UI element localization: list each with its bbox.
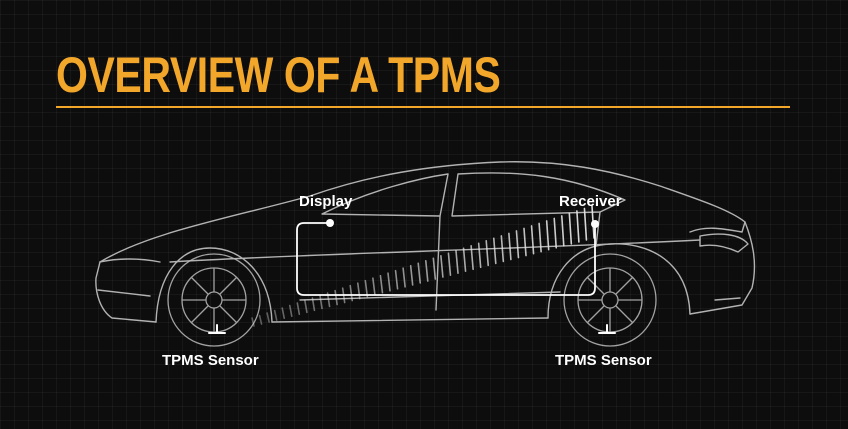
signal-dash [568,212,573,245]
receiver-dot [591,220,599,228]
signal-dash [372,277,376,296]
signal-dash [432,257,437,280]
signal-dash [560,215,565,247]
title-underline [56,106,790,108]
wireless-signal-wave [251,205,595,327]
signal-dash [296,302,301,316]
signal-dash [311,297,316,312]
front-sensor-icon [208,324,226,334]
signal-dash [485,240,490,267]
signal-dash [477,242,482,269]
rear-sensor-icon [598,324,616,334]
signal-dash [349,284,354,302]
signal-dash [258,314,263,325]
signal-dash [304,299,308,314]
signal-dash [500,235,505,263]
signal-dash [251,317,255,327]
signal-dash [530,225,535,255]
display-receiver-wire [296,222,596,296]
signal-dash [440,254,444,278]
signal-dash [583,207,588,241]
signal-dash [553,217,558,249]
signal-dash [288,304,293,318]
signal-dash [492,237,497,265]
signal-dash [364,279,369,298]
signal-dash [319,294,323,310]
display-label: Display [299,193,353,210]
signal-dash [417,262,422,284]
signal-dash [266,312,270,323]
receiver-label: Receiver [559,193,622,210]
signal-dash [523,227,527,257]
signal-dash [409,264,414,286]
signal-dash [515,230,520,259]
signal-dash [545,220,550,251]
rear-tpms-sensor-label: TPMS Sensor [555,352,652,369]
signal-dash [470,245,474,271]
signal-dash [424,259,429,282]
signal-dash [394,269,399,290]
signal-dash [402,267,406,288]
signal-dash [273,309,278,321]
signal-dash [462,247,467,273]
signal-dash [281,307,286,319]
signal-dash [455,250,459,275]
signal-dash [356,282,361,300]
signal-dash [508,232,512,261]
signal-dash [447,252,452,276]
signal-dash [379,274,384,294]
signal-dash [538,222,542,253]
display-dot [326,219,334,227]
front-tpms-sensor-label: TPMS Sensor [162,352,259,369]
signal-dash [387,272,391,292]
page-title: OVERVIEW OF A TPMS [56,47,501,103]
signal-dash [334,289,338,306]
signal-dash [576,210,580,243]
